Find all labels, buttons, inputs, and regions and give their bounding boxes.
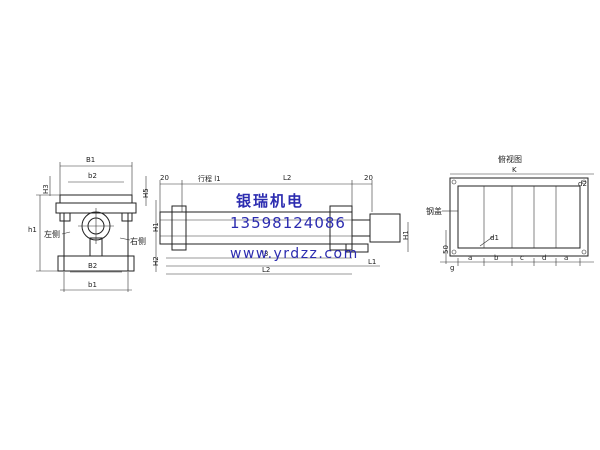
top-inner-frame bbox=[457, 185, 581, 249]
dim-L2-top: L2 bbox=[283, 174, 291, 182]
top-outer-frame bbox=[449, 177, 589, 257]
dim-b: b bbox=[494, 254, 499, 262]
top-view: 俯视图 K d2 d1 钢盖 50 g a b c bbox=[426, 154, 594, 272]
dim-d: d bbox=[542, 254, 546, 262]
dim-H1-left: H1 bbox=[152, 222, 160, 232]
dim-B2: B2 bbox=[88, 262, 97, 270]
label-right-side: 右侧 bbox=[130, 236, 146, 246]
dim-H2: H2 bbox=[152, 256, 160, 266]
dim-b1: b1 bbox=[88, 281, 97, 289]
dim-l3: l3 bbox=[262, 250, 268, 258]
dim-L1: L1 bbox=[368, 258, 376, 266]
side-motor-end bbox=[369, 213, 401, 243]
label-left-side: 左侧 bbox=[44, 229, 60, 239]
dim-d2: d2 bbox=[578, 180, 587, 188]
dim-h1: h1 bbox=[28, 226, 37, 234]
watermark-phone: 13598124086 bbox=[230, 214, 346, 232]
dim-d1: d1 bbox=[490, 234, 499, 242]
dim-H5: H5 bbox=[142, 188, 150, 198]
dim-a1: a bbox=[468, 254, 472, 262]
watermark-company: 银瑞机电 bbox=[236, 192, 304, 210]
dim-20-left: 20 bbox=[160, 174, 169, 182]
side-view: 20 行程 l1 L2 20 H1 H2 H1 l3 L1 L2 bbox=[152, 174, 410, 275]
dim-g: g bbox=[450, 264, 454, 272]
dim-b2-label: b2 bbox=[88, 172, 97, 180]
label-seal: 钢盖 bbox=[426, 206, 442, 216]
top-view-title: 俯视图 bbox=[498, 154, 522, 164]
front-view: B1 b2 h1 H3 H5 左侧 右侧 bbox=[28, 156, 150, 292]
front-top-plate bbox=[59, 194, 133, 204]
dim-L2-bottom: L2 bbox=[262, 266, 270, 274]
dim-H1-right: H1 bbox=[402, 230, 410, 240]
dim-stroke-l1: 行程 l1 bbox=[198, 174, 221, 183]
dim-50: 50 bbox=[442, 245, 450, 254]
dim-B1: B1 bbox=[86, 156, 95, 164]
watermark: 银瑞机电 13598124086 www.yrdzz.com bbox=[230, 192, 359, 262]
dim-K: K bbox=[512, 166, 517, 174]
watermark-url: www.yrdzz.com bbox=[230, 246, 359, 262]
dim-20-right: 20 bbox=[364, 174, 373, 182]
dim-c: c bbox=[520, 254, 524, 262]
dim-H3: H3 bbox=[42, 184, 50, 194]
dim-a2: a bbox=[564, 254, 568, 262]
